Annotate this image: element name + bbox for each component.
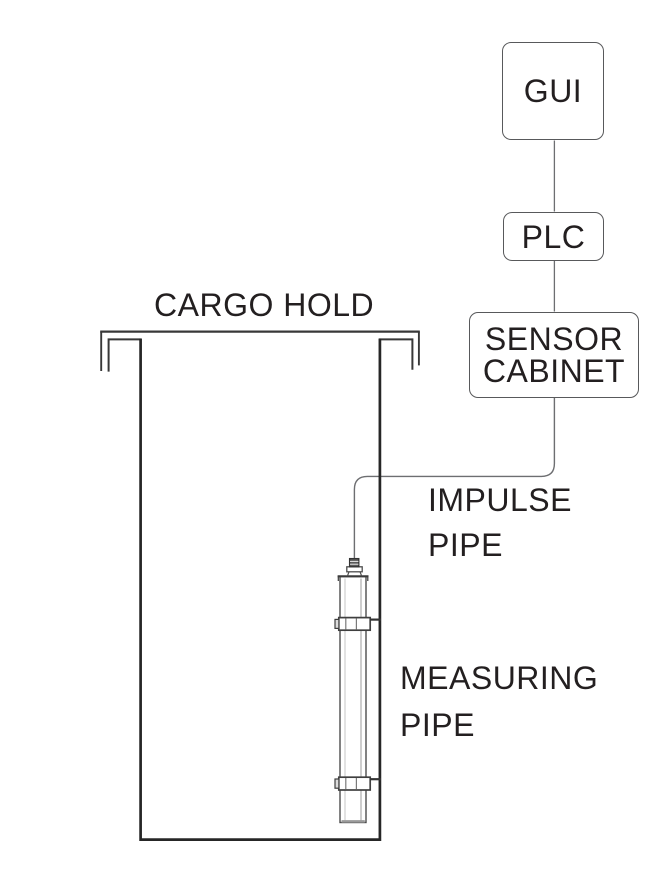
sensor-collar [346, 566, 363, 573]
measuring-pipe-label-line2: PIPE [400, 707, 475, 743]
cargo-hold-outline [139, 338, 382, 841]
clamp-bolt-upper [334, 618, 340, 630]
impulse-pipe-line [353, 398, 556, 559]
impulse-pipe-label-line2: PIPE [428, 527, 503, 563]
measuring-pipe-label-line1: MEASURING [400, 660, 599, 696]
sensor-fitting [346, 557, 363, 577]
node-gui: GUI [502, 42, 604, 140]
cargo-hold-label: CARGO HOLD [154, 287, 375, 323]
measuring-pipe [334, 557, 381, 824]
node-sensor-cabinet-label-line1: SENSOR [484, 321, 624, 357]
node-sensor-cabinet: SENSOR CABINET [469, 312, 639, 398]
node-sensor-cabinet-label-line2: CABINET [482, 353, 626, 389]
pipe-clamp-upper [334, 616, 381, 632]
clamp-bolt-lower [334, 778, 340, 789]
node-plc: PLC [503, 212, 604, 261]
coaming-lip-left [107, 338, 142, 372]
coaming-lip-right [378, 338, 414, 370]
node-gui-label: GUI [523, 73, 583, 109]
pipe-clamp-lower [334, 776, 381, 791]
deck-line [100, 330, 420, 371]
node-plc-label: PLC [521, 218, 586, 255]
sensor-nut [348, 557, 360, 568]
impulse-pipe-label-line1: IMPULSE [428, 482, 572, 518]
